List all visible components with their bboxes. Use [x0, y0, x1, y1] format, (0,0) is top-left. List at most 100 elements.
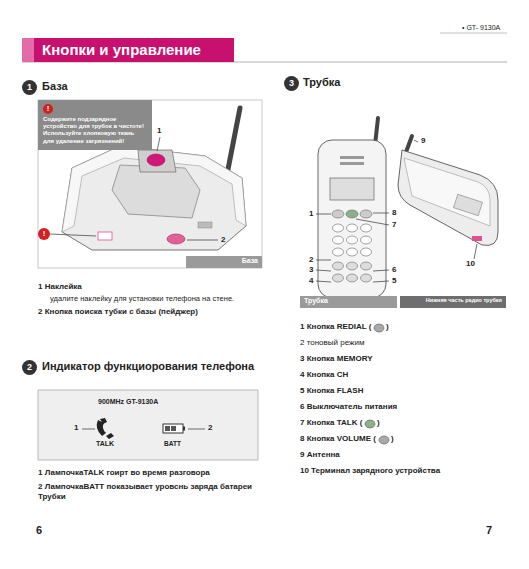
leader-line — [316, 270, 331, 271]
body-text: 4 Кнопка CH — [300, 370, 348, 380]
leader-line — [50, 234, 96, 236]
callout-number: 9 — [421, 136, 425, 146]
leader-line — [187, 240, 218, 241]
body-text: 2 ЛампочкаBATT показывает уровснь заряда… — [38, 482, 268, 501]
keypad — [333, 224, 372, 282]
body-text: 10 Терминал зарядного устройства — [300, 466, 440, 476]
page-number: 6 — [36, 524, 42, 537]
callout-number: 1 — [157, 126, 161, 136]
body-text: 8 Кнопка VOLUME ( — [300, 434, 376, 444]
key — [347, 248, 358, 256]
key — [333, 274, 344, 282]
body-text: 1 Кнопка REDIAL ( — [300, 322, 371, 332]
body-text: 9 Антенна — [300, 450, 340, 460]
body-text: ) — [386, 322, 389, 332]
section-number: 2 — [22, 360, 37, 375]
leader-line — [414, 140, 418, 142]
body-text: удалите наклейку для установки телефона … — [50, 294, 234, 303]
node-text: Нижняя часть радио трубки — [404, 297, 502, 304]
callout-number: 2 — [309, 255, 313, 265]
lamp-label: BATT — [164, 440, 181, 448]
body-text: 1 ЛампочкаTALK гоирт во время разговора — [38, 468, 210, 478]
callout-number: 1 — [74, 423, 78, 433]
node-text: 3 — [289, 78, 294, 89]
callout-number: 6 — [392, 265, 396, 275]
model-name: • GT- 9130A — [462, 24, 500, 32]
callout-number: 2 — [221, 235, 225, 245]
callout-number: 3 — [309, 265, 313, 275]
button-icon — [364, 419, 376, 429]
body-text: 6 Выключатель питания — [300, 402, 397, 412]
warning-box: ! Содержите подзарядное устройство для тр… — [38, 100, 152, 150]
body-text: 7 Кнопка TALK ( — [300, 418, 362, 428]
callout-number: 8 — [392, 208, 396, 218]
caption-band: Нижняя часть радио трубки — [400, 296, 506, 308]
key — [361, 262, 372, 270]
node-text: 1 — [27, 82, 32, 93]
callout-number: 5 — [392, 276, 396, 286]
body-text: 3 Кнопка MEMORY — [300, 354, 372, 364]
key — [361, 224, 372, 232]
section-heading: Трубка — [303, 76, 340, 89]
leader-line — [373, 281, 389, 282]
node-text: Содержите подзарядное устройство для тру… — [43, 116, 147, 145]
header-rule — [440, 33, 507, 34]
key — [347, 262, 358, 270]
key — [333, 224, 344, 232]
node-text: 2 — [27, 362, 32, 373]
body-text: 2 тоновый режим — [300, 338, 364, 348]
leader-line — [316, 281, 331, 282]
callout-number: 4 — [309, 276, 313, 286]
body-text: ) — [377, 418, 380, 428]
lamp-label: TALK — [96, 440, 114, 448]
node-text: База — [190, 257, 258, 265]
body-text: ) — [391, 434, 394, 444]
body-text: 2 Кнопка поиска тубки с базы (пейджер) — [38, 307, 198, 317]
node-text: Трубка — [304, 297, 393, 305]
title-band: Кнопки и управление — [22, 38, 234, 62]
batt-lamp — [163, 424, 183, 433]
key — [347, 236, 358, 244]
warning-mark: ! — [38, 228, 50, 240]
key — [333, 236, 344, 244]
caption-band: Трубка — [300, 296, 397, 308]
section-number: 3 — [284, 76, 299, 91]
node-text: ! — [43, 229, 46, 239]
callout-number: 2 — [208, 423, 212, 433]
leader-line — [157, 137, 160, 151]
section-heading: Индикатор функциорования телефона — [42, 360, 254, 373]
leader-line — [316, 214, 331, 215]
key — [347, 274, 358, 282]
talk-lamp — [100, 418, 114, 439]
leader-line — [373, 270, 389, 271]
key — [361, 274, 372, 282]
handset-bottom — [398, 136, 498, 245]
indicator-panel — [38, 390, 258, 460]
panel-text: 900MHz GT-9130A — [98, 398, 158, 406]
button-icon — [378, 435, 390, 445]
picture-frame — [38, 100, 262, 268]
callout-number: 10 — [466, 259, 475, 269]
key — [347, 224, 358, 232]
leader-line — [316, 260, 331, 261]
key — [333, 262, 344, 270]
caption-band: База — [186, 256, 262, 268]
key — [361, 248, 372, 256]
node-text: Кнопки и управление — [42, 41, 226, 59]
leader-line — [188, 429, 205, 430]
node-text: ! — [43, 104, 53, 114]
leader-line — [356, 219, 389, 225]
leader-line — [82, 429, 95, 430]
callout-number: 7 — [392, 220, 396, 230]
body-text: 1 Наклейка — [38, 282, 82, 292]
section-heading: База — [42, 80, 68, 93]
section-number: 1 — [22, 80, 37, 95]
leader-line — [474, 244, 477, 259]
key — [333, 248, 344, 256]
body-text: 5 Кнопка FLASH — [300, 386, 363, 396]
button-icon — [373, 323, 385, 333]
leader-line — [373, 213, 389, 214]
page-number: 7 — [486, 524, 492, 537]
key — [361, 236, 372, 244]
